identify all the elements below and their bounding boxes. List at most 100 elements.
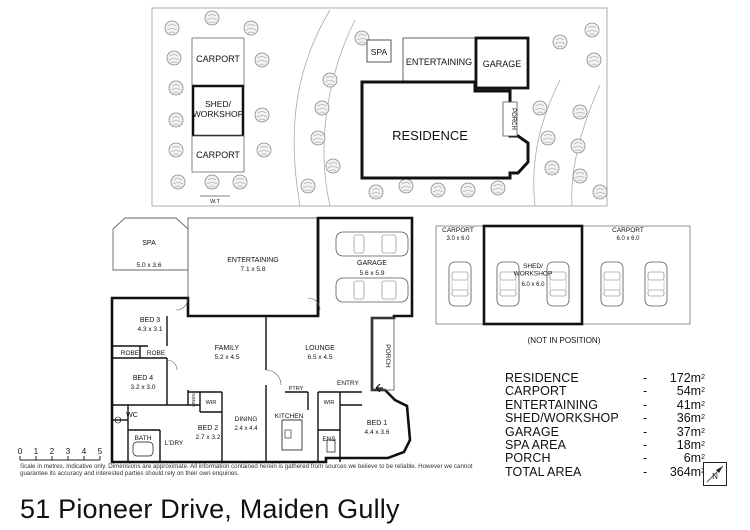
area-name: TOTAL AREA	[505, 464, 582, 479]
site-porch-label: PORCH	[510, 108, 516, 130]
carport-left-name: CARPORT	[442, 227, 474, 234]
family-room-dims: 5.2 x 4.5	[215, 354, 240, 361]
area-dash: -	[643, 371, 648, 385]
area-name: GARAGE	[505, 424, 560, 439]
floor-plan	[110, 216, 414, 464]
area-row: SPA AREA - 18m2	[505, 437, 705, 452]
bed4-room-name: BED 4	[133, 375, 153, 382]
dining-room-dims: 2.4 x 4.4	[234, 426, 258, 432]
compass-letter: N	[712, 472, 718, 481]
area-value: 54m2	[676, 384, 705, 399]
not-in-position-note: (NOT IN POSITION)	[528, 336, 601, 345]
scale-tick-4: 4	[82, 447, 87, 456]
area-dash: -	[643, 437, 648, 452]
entertaining-room-dims: 7.1 x 5.8	[241, 266, 266, 273]
area-dash: -	[643, 451, 648, 466]
area-row: RESIDENCE - 172m2	[505, 371, 705, 385]
area-dash: -	[643, 384, 648, 399]
area-row: SHED/WORKSHOP - 36m2	[505, 411, 705, 426]
area-value: 18m2	[676, 437, 705, 452]
site-carport-bottom-label: CARPORT	[196, 150, 240, 160]
shed-dims: 6.0 x 6.0	[521, 282, 545, 288]
garage-cars	[335, 231, 409, 303]
wir1-room-name: WIR	[206, 400, 217, 406]
bed2-room-name: BED 2	[198, 425, 218, 432]
garage-room-dims: 5.6 x 5.9	[360, 270, 385, 277]
bed1-room-dims: 4.4 x 3.6	[365, 429, 390, 436]
property-address: 51 Pioneer Drive, Maiden Gully	[20, 494, 400, 524]
porch-room-name: PORCH	[384, 344, 391, 368]
lounge-room-dims: 6.5 x 4.5	[308, 354, 333, 361]
lounge-room-name: LOUNGE	[305, 345, 335, 352]
scale-tick-0: 0	[18, 447, 23, 456]
scale-tick-5: 5	[98, 447, 103, 456]
carport-right-dims: 6.0 x 6.0	[616, 236, 640, 242]
site-plan	[151, 7, 608, 207]
ldry-room-name: L'DRY	[165, 440, 184, 447]
ens-room-name: ENS	[322, 436, 336, 443]
wir2-room-name: WIR	[324, 400, 335, 406]
area-dash: -	[643, 411, 648, 426]
north-compass-icon: N	[703, 462, 727, 486]
ptry-room-name: PTRY	[289, 386, 304, 392]
bed3-room-name: BED 3	[140, 317, 160, 324]
linen-room-name: LINEN	[191, 393, 196, 406]
area-value: 36m2	[676, 411, 705, 426]
carport-right-name: CARPORT	[612, 227, 644, 234]
spa-room-dims: 5.0 x 3.6	[137, 262, 162, 269]
scale-disclaimer: Scale in metres. Indicative only. Dimens…	[20, 463, 473, 478]
area-value: 364m2	[669, 464, 705, 479]
robe1-room-name: ROBE	[121, 350, 140, 357]
scale-bar: 0 1 2 3 4 5	[18, 447, 103, 461]
area-value: 6m2	[683, 451, 705, 466]
site-wt-label: W.T	[210, 199, 220, 205]
area-dash: -	[643, 397, 648, 412]
entry-room-name: ENTRY	[337, 380, 360, 387]
wc-room-name: WC	[126, 412, 138, 419]
site-shed-label: SHED/WORKSHOP	[193, 99, 244, 119]
area-dash: -	[643, 424, 648, 439]
bath-room-name: BATH	[135, 435, 152, 442]
outbuilding-labels: CARPORT 3.0 x 6.0 SHED/WORKSHOP 6.0 x 6.…	[442, 227, 644, 345]
area-name: CARPORT	[505, 384, 567, 399]
dining-room-name: DINING	[235, 416, 258, 423]
bed4-room-dims: 3.2 x 3.0	[131, 384, 156, 391]
area-row: PORCH - 6m2	[505, 451, 705, 466]
robe2-room-name: ROBE	[147, 350, 166, 357]
area-row: CARPORT - 54m2	[505, 384, 705, 399]
carport-left-dims: 3.0 x 6.0	[446, 236, 470, 242]
area-value: 37m2	[676, 424, 705, 439]
bed3-room-dims: 4.3 x 3.1	[138, 326, 163, 333]
site-carport-top-label: CARPORT	[196, 54, 240, 64]
area-row: ENTERTAINING - 41m2	[505, 397, 705, 412]
site-entertaining-label: ENTERTAINING	[406, 57, 472, 67]
scale-tick-3: 3	[66, 447, 71, 456]
site-spa-label: SPA	[371, 47, 388, 57]
bed2-room-dims: 2.7 x 3.2	[196, 434, 221, 441]
area-name: ENTERTAINING	[505, 397, 599, 412]
kitchen-room-name: KITCHEN	[275, 413, 304, 420]
site-labels: CARPORT SHED/WORKSHOP CARPORT W.T SPA EN…	[193, 47, 522, 205]
area-dash: -	[643, 464, 648, 479]
area-name: PORCH	[505, 451, 551, 466]
site-garage-label: GARAGE	[483, 59, 522, 69]
area-value: 172m2	[669, 371, 705, 385]
shed-name: SHED/WORKSHOP	[514, 263, 553, 277]
bed1-room-name: BED 1	[367, 420, 387, 427]
area-name: RESIDENCE	[505, 371, 579, 385]
spa-room-name: SPA	[142, 240, 156, 247]
area-name: SPA AREA	[505, 437, 567, 452]
room-labels: SPA 5.0 x 3.6 ENTERTAINING 7.1 x 5.8 GAR…	[121, 240, 391, 447]
garage-room-name: GARAGE	[357, 260, 387, 267]
site-residence-label: RESIDENCE	[392, 128, 468, 143]
entertaining-room-name: ENTERTAINING	[227, 257, 278, 264]
scale-tick-1: 1	[34, 447, 39, 456]
family-room-name: FAMILY	[215, 345, 240, 352]
scale-tick-2: 2	[50, 447, 55, 456]
area-row: GARAGE - 37m2	[505, 424, 705, 439]
area-name: SHED/WORKSHOP	[505, 411, 619, 426]
outbuildings-plan	[435, 224, 691, 326]
area-value: 41m2	[676, 397, 705, 412]
